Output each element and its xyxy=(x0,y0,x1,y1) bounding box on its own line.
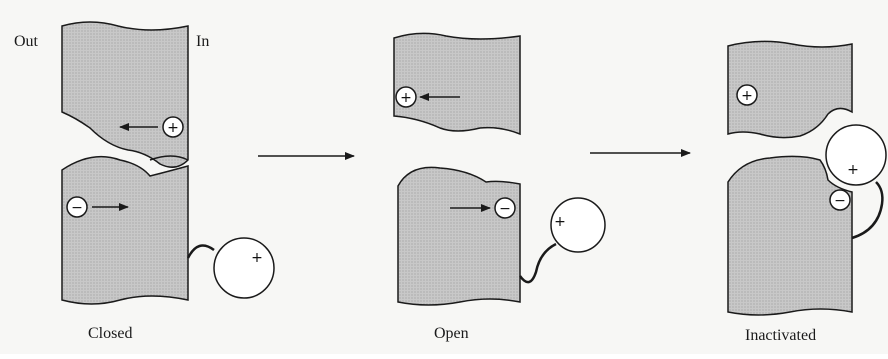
closed-plus-sign: + xyxy=(167,120,179,136)
inactivated-plus-sign: + xyxy=(741,88,753,104)
open-inactivation-ball xyxy=(550,197,606,253)
inactivated-plus-charge xyxy=(736,84,758,106)
open-minus-charge xyxy=(494,197,516,219)
label-in: In xyxy=(196,33,209,50)
closed-minus-charge xyxy=(66,196,88,218)
open-tether xyxy=(518,242,557,284)
label-open: Open xyxy=(434,325,469,342)
closed-minus-sign: − xyxy=(71,200,83,216)
closed-upper-subunit xyxy=(61,21,189,168)
open-plus-charge xyxy=(395,86,417,108)
label-out: Out xyxy=(14,33,39,50)
inactivated-lower-subunit xyxy=(727,155,853,316)
closed-tether xyxy=(186,244,215,259)
closed-gate-lip xyxy=(149,155,189,161)
open-ball-plus-sign: + xyxy=(554,214,566,230)
open-minus-sign: − xyxy=(499,201,511,217)
inactivated-state: + + − Inactivated xyxy=(727,40,887,344)
label-inactivated: Inactivated xyxy=(745,327,816,344)
closed-plus-charge xyxy=(162,116,184,138)
inactivated-tether xyxy=(851,181,884,240)
closed-lower-subunit xyxy=(61,155,189,305)
closed-state: Out In + − + Closed xyxy=(14,21,275,342)
open-upper-subunit xyxy=(393,32,521,136)
inactivated-inactivation-ball xyxy=(825,124,887,186)
label-closed: Closed xyxy=(88,325,132,342)
closed-ball-plus-sign: + xyxy=(251,250,263,266)
open-state: + − + Open xyxy=(393,32,606,342)
inactivated-minus-sign: − xyxy=(834,193,846,209)
inactivated-upper-subunit xyxy=(727,40,853,139)
open-lower-subunit xyxy=(397,166,521,306)
inactivated-ball-plus-sign: + xyxy=(847,162,859,178)
closed-inactivation-ball xyxy=(213,237,275,299)
inactivated-minus-charge xyxy=(829,189,851,211)
open-plus-sign: + xyxy=(400,90,412,106)
